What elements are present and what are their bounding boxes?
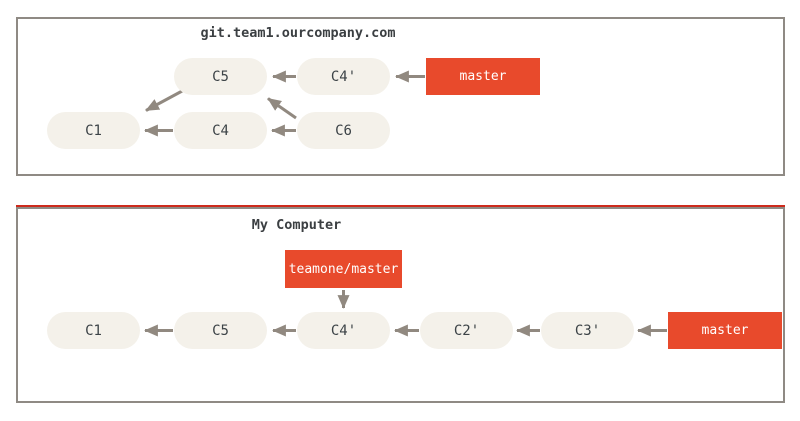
- panel-local-accent-line: [16, 205, 785, 403]
- branch-label-master-local: master: [668, 312, 782, 349]
- commit-node-c6-remote: C6: [297, 112, 390, 149]
- commit-node-c4prime-local: C4': [297, 312, 390, 349]
- commit-node-c3prime-local: C3': [541, 312, 634, 349]
- commit-node-c2prime-local: C2': [420, 312, 513, 349]
- branch-label-teamone-master: teamone/master: [285, 250, 402, 288]
- commit-node-c5-remote: C5: [174, 58, 267, 95]
- my-computer-title: My Computer: [251, 217, 342, 233]
- commit-node-c5-local: C5: [174, 312, 267, 349]
- panel-my-computer: [16, 207, 785, 403]
- branch-label-master-remote: master: [426, 58, 540, 95]
- commit-node-c4prime-remote: C4': [297, 58, 390, 95]
- commit-node-c1-remote: C1: [47, 112, 140, 149]
- commit-node-c4-remote: C4: [174, 112, 267, 149]
- commit-node-c1-local: C1: [47, 312, 140, 349]
- remote-server-title: git.team1.ourcompany.com: [200, 25, 396, 41]
- panel-remote-server: [16, 17, 785, 176]
